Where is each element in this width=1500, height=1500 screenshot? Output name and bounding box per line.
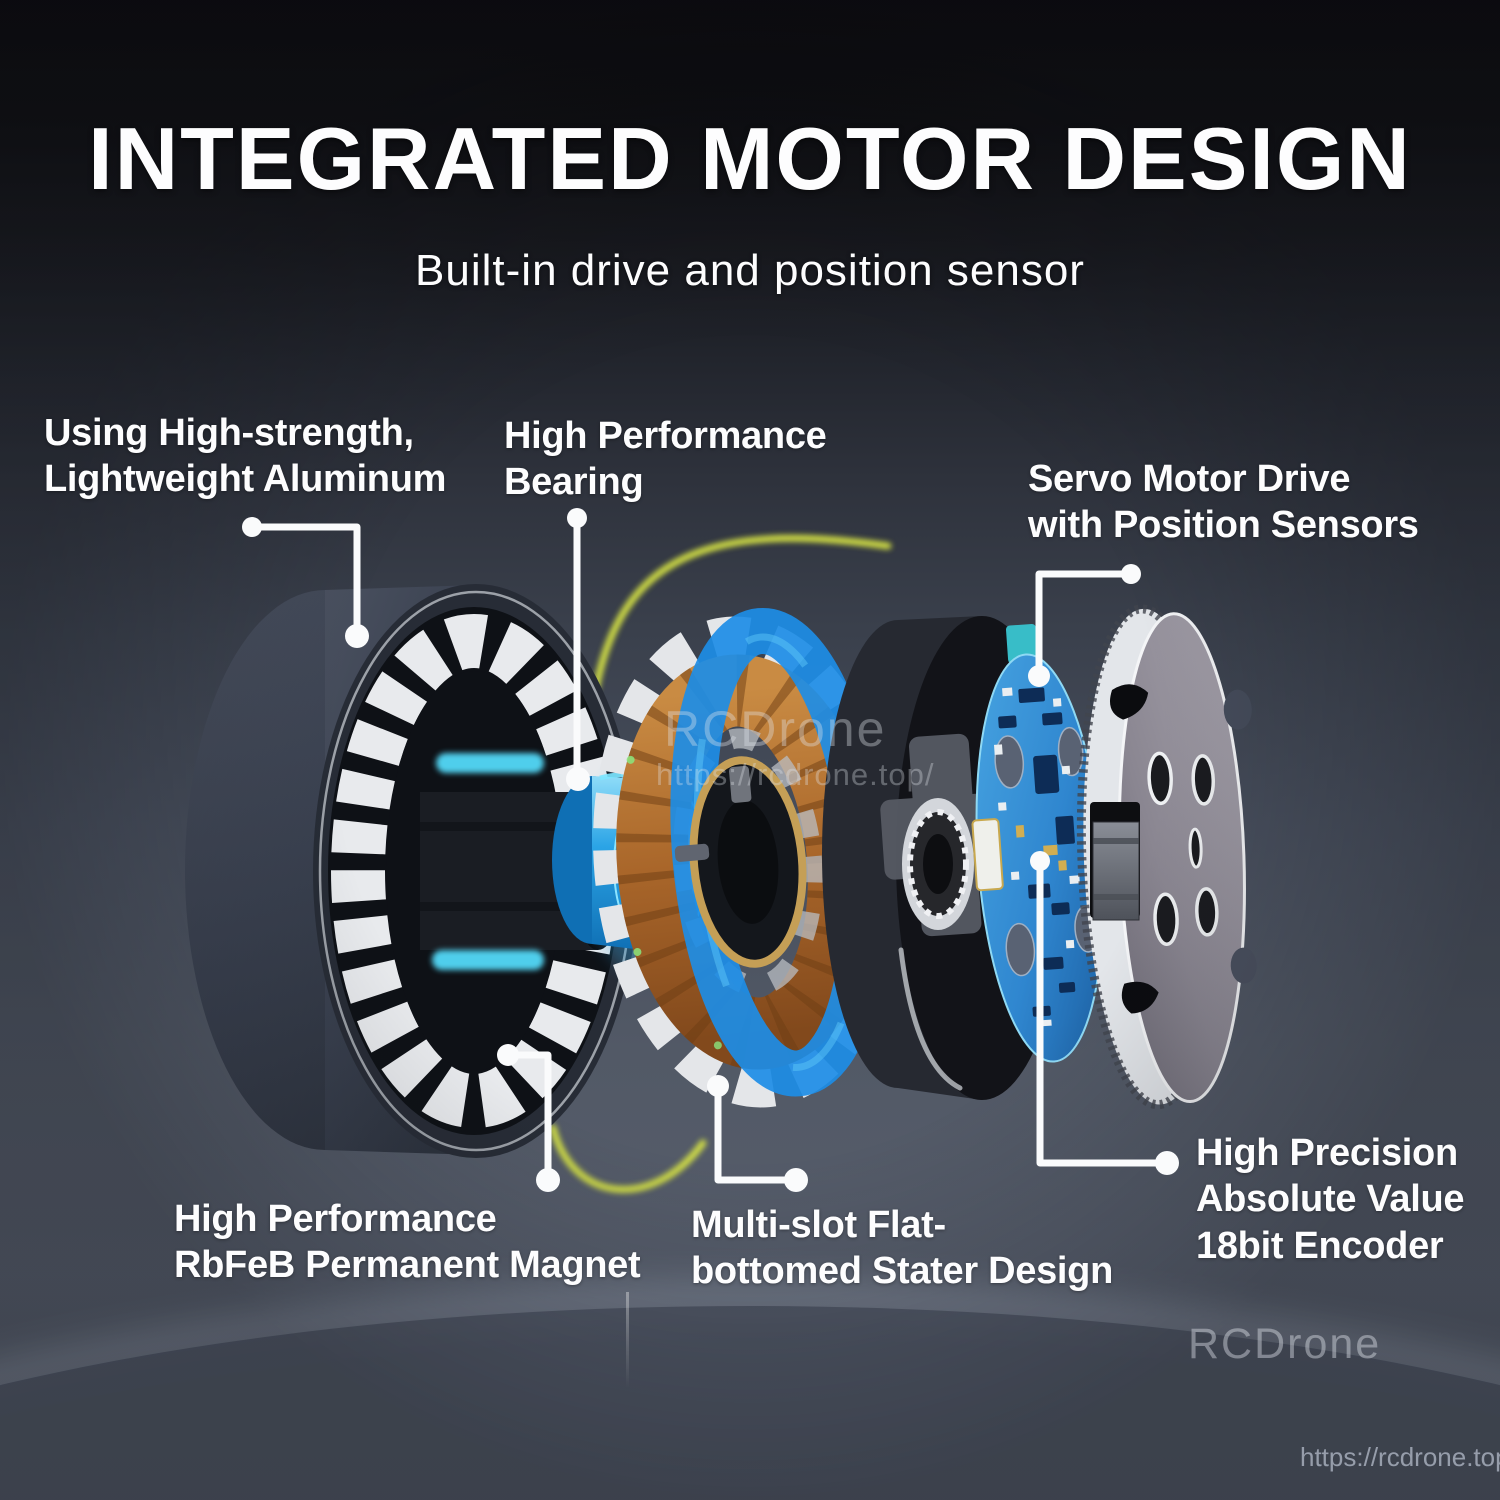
callout-line-magnet xyxy=(497,1044,560,1192)
label-encoder: High Precision Absolute Value 18bit Enco… xyxy=(1196,1132,1465,1267)
page-subtitle: Built-in drive and position sensor xyxy=(415,246,1085,295)
label-aluminum: Using High-strength, Lightweight Aluminu… xyxy=(44,412,447,501)
callout-line-encoder xyxy=(1030,851,1179,1175)
label-stator: Multi-slot Flat- bottomed Stater Design xyxy=(691,1204,1113,1293)
page-title: INTEGRATED MOTOR DESIGN xyxy=(88,109,1412,208)
callout-line-bearing xyxy=(566,508,590,791)
callout-line-aluminum xyxy=(242,517,369,648)
watermark-corner-brand: RCDrone xyxy=(1188,1320,1382,1368)
callout-line-servo xyxy=(1028,564,1141,687)
watermark-center-url: https://rcdrone.top/ xyxy=(656,757,935,792)
label-magnet: High Performance RbFeB Permanent Magnet xyxy=(174,1198,641,1287)
watermark-center-brand: RCDrone xyxy=(664,701,887,757)
callout-lines xyxy=(242,508,1179,1192)
label-bearing: High Performance Bearing xyxy=(504,415,827,504)
callout-line-stator xyxy=(707,1075,808,1192)
label-servo: Servo Motor Drive with Position Sensors xyxy=(1028,458,1419,547)
watermark-corner-url: https://rcdrone.top/ xyxy=(1300,1442,1500,1472)
